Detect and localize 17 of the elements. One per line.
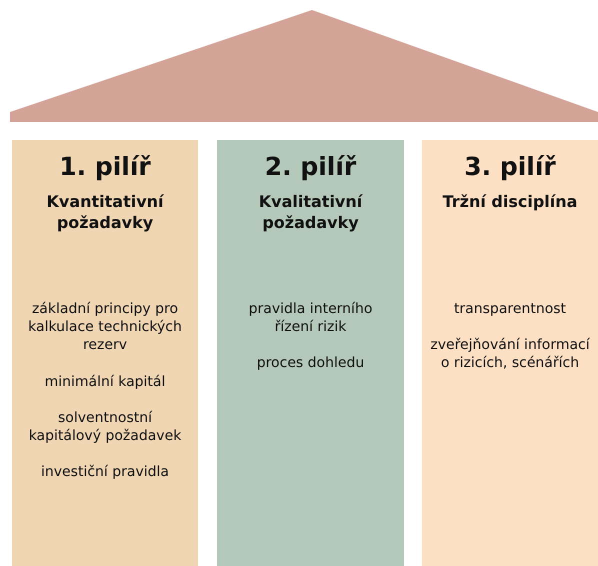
pillar bbox=[12, 140, 198, 566]
pillar-item: investiční pravidla bbox=[40, 463, 170, 482]
pillar-item: transparentnost bbox=[452, 300, 568, 318]
pillar-subheading: Kvantitativní požadavky bbox=[45, 192, 165, 234]
pillar bbox=[422, 140, 598, 566]
pillar bbox=[217, 140, 404, 566]
pillar-item: proces dohledu bbox=[256, 354, 366, 373]
pillar-item: minimální kapitál bbox=[44, 372, 166, 391]
pillar-subheading: Tržní disciplína bbox=[442, 192, 578, 213]
pillar-subheading: Kvalitativní požadavky bbox=[258, 192, 364, 234]
pillar-item: základní principy pro kalkulace technických rezerv bbox=[27, 300, 183, 355]
pillar-item: zveřejňování informací o rizicích, scénářích bbox=[430, 336, 590, 373]
pillar-heading: 2. pilíř bbox=[264, 152, 356, 182]
pillar-item: pravidla interního řízení rizik bbox=[248, 300, 374, 336]
pillar-item: solventnostní kapitálový požadavek bbox=[28, 408, 182, 446]
pillar-heading: 1. pilíř bbox=[59, 152, 151, 182]
pillar-heading: 3. pilíř bbox=[464, 152, 556, 182]
